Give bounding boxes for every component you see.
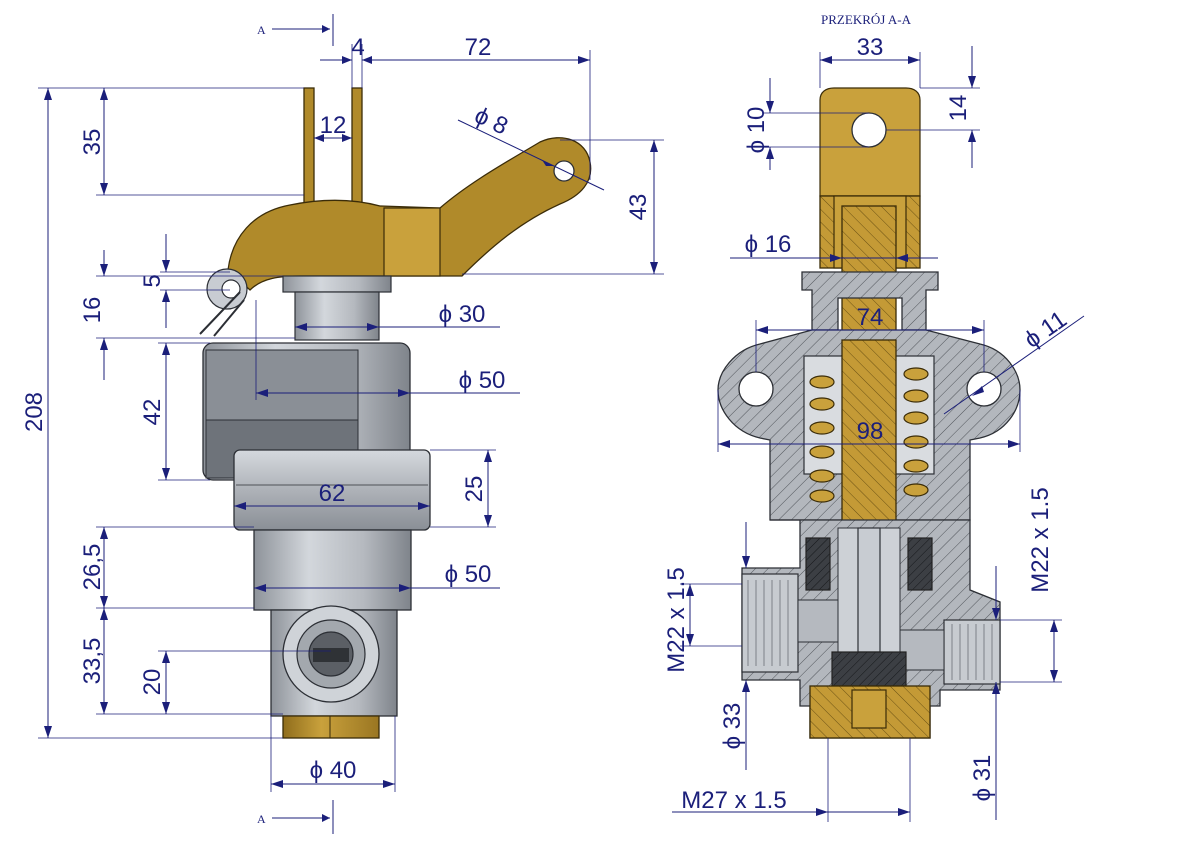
lever-rib [383,207,441,277]
dim-25: 25 [461,476,488,503]
dim-62: 62 [319,480,346,507]
dim-phi8: ϕ 8 [470,102,512,141]
dim-35: 35 [79,129,106,156]
stem-lower [841,339,897,529]
dim-phi40: ϕ 40 [310,757,357,784]
dim-33-5: 33,5 [79,638,106,685]
dim-m22-right: M22 x 1.5 [1027,487,1054,592]
dim-43: 43 [625,194,652,221]
upper-neck [294,291,380,341]
section-marker-bottom-label: A [257,812,266,826]
dim-m22-left: M22 x 1.5 [663,567,690,672]
dim-72: 72 [465,34,492,61]
right-port-channel [899,629,945,671]
dim-phi33: ϕ 33 [719,703,746,750]
lug-plate-right [351,87,363,209]
spring-left [809,375,835,503]
left-view [199,87,592,739]
lower-cylinder [253,529,412,611]
dim-phi16: ϕ 16 [745,231,792,258]
section-marker-bottom: A [257,800,334,834]
dim-26-5: 26,5 [79,544,106,591]
dim-phi31: ϕ 31 [969,755,996,802]
flange-hole-left [738,371,774,407]
upper-body-face [205,349,359,421]
dim-phi10: ϕ 10 [743,107,770,154]
section-marker-top: A [257,14,334,46]
dim-33: 33 [857,34,884,61]
left-port-threads [747,580,789,666]
dim-4: 4 [351,34,364,61]
left-view-dimensions: 208 35 4 72 12 ϕ 8 43 [21,34,664,792]
spring-right [903,367,929,497]
dim-m27: M27 x 1.5 [681,787,786,814]
dim-phi50-bottom: ϕ 50 [445,561,492,588]
pivot-pin-hole [221,279,241,299]
dim-208: 208 [21,392,48,432]
dim-5: 5 [139,274,166,287]
right-port-threads [951,624,993,680]
valve-seat-left [805,537,831,591]
valve-pin [857,527,881,653]
dim-20: 20 [139,669,166,696]
upper-neck-flange [282,275,392,293]
port-inner-slot [313,648,349,662]
dim-phi50-top: ϕ 50 [459,367,506,394]
dim-42: 42 [139,399,166,426]
dim-12: 12 [320,112,347,139]
dim-98: 98 [857,418,884,445]
dim-phi30: ϕ 30 [439,301,486,328]
right-view [717,87,1021,739]
right-port [943,619,1001,685]
bottom-hex-nut [282,715,380,739]
dim-14: 14 [945,95,972,122]
right-view-dimensions: 33 14 ϕ 10 ϕ 16 74 ϕ 11 [663,34,1085,822]
bottom-seal [831,651,907,687]
section-title: PRZEKRÓJ A-A [821,12,912,27]
left-port [741,573,799,673]
cotter-pin [199,291,245,337]
dim-74: 74 [857,304,884,331]
valve-seat-right [907,537,933,591]
dim-phi11: ϕ 11 [1020,306,1072,354]
section-marker-top-label: A [257,23,266,37]
left-port-channel [797,599,839,643]
bottom-plug-core [851,689,887,729]
housing-neck [801,271,939,331]
clevis-hole [851,112,887,148]
dim-16: 16 [79,297,106,324]
lug-plate-left [303,87,315,209]
